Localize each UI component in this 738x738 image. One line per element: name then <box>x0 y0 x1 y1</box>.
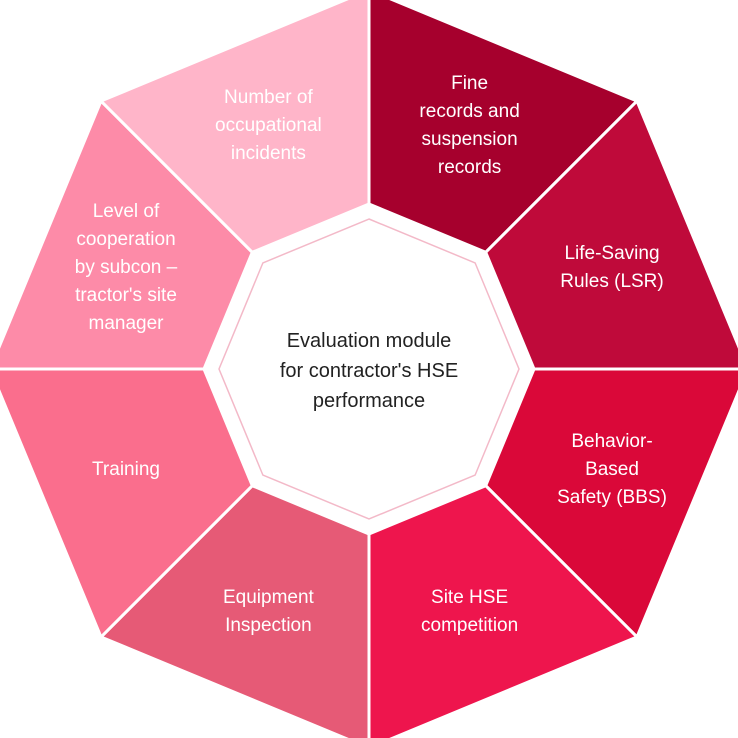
segment-occupational-incidents <box>98 0 371 255</box>
segment-label-fine-records: Fine records and suspension records <box>419 73 520 178</box>
segment-label-life-saving-rules: Life-Saving Rules (LSR) <box>560 243 664 293</box>
center-ring <box>218 218 520 520</box>
center-label: Evaluation module for contractor's HSE p… <box>279 330 459 412</box>
segment-label-site-hse-competition: Site HSE competition <box>421 587 519 636</box>
center-octagon <box>206 206 532 532</box>
segment-label-level-of-cooperation: Level of cooperation by subcon – tractor… <box>74 201 178 335</box>
inner-ring <box>206 206 532 532</box>
segment-label-behavior-based-safety: Behavior-Based Safety (BBS) <box>557 430 667 508</box>
segment-label-training: Training <box>92 458 160 480</box>
segment-label-occupational-incidents: Number of occupational incidents <box>215 87 322 164</box>
segment-label-equipment-inspection: Equipment Inspection <box>222 587 314 636</box>
